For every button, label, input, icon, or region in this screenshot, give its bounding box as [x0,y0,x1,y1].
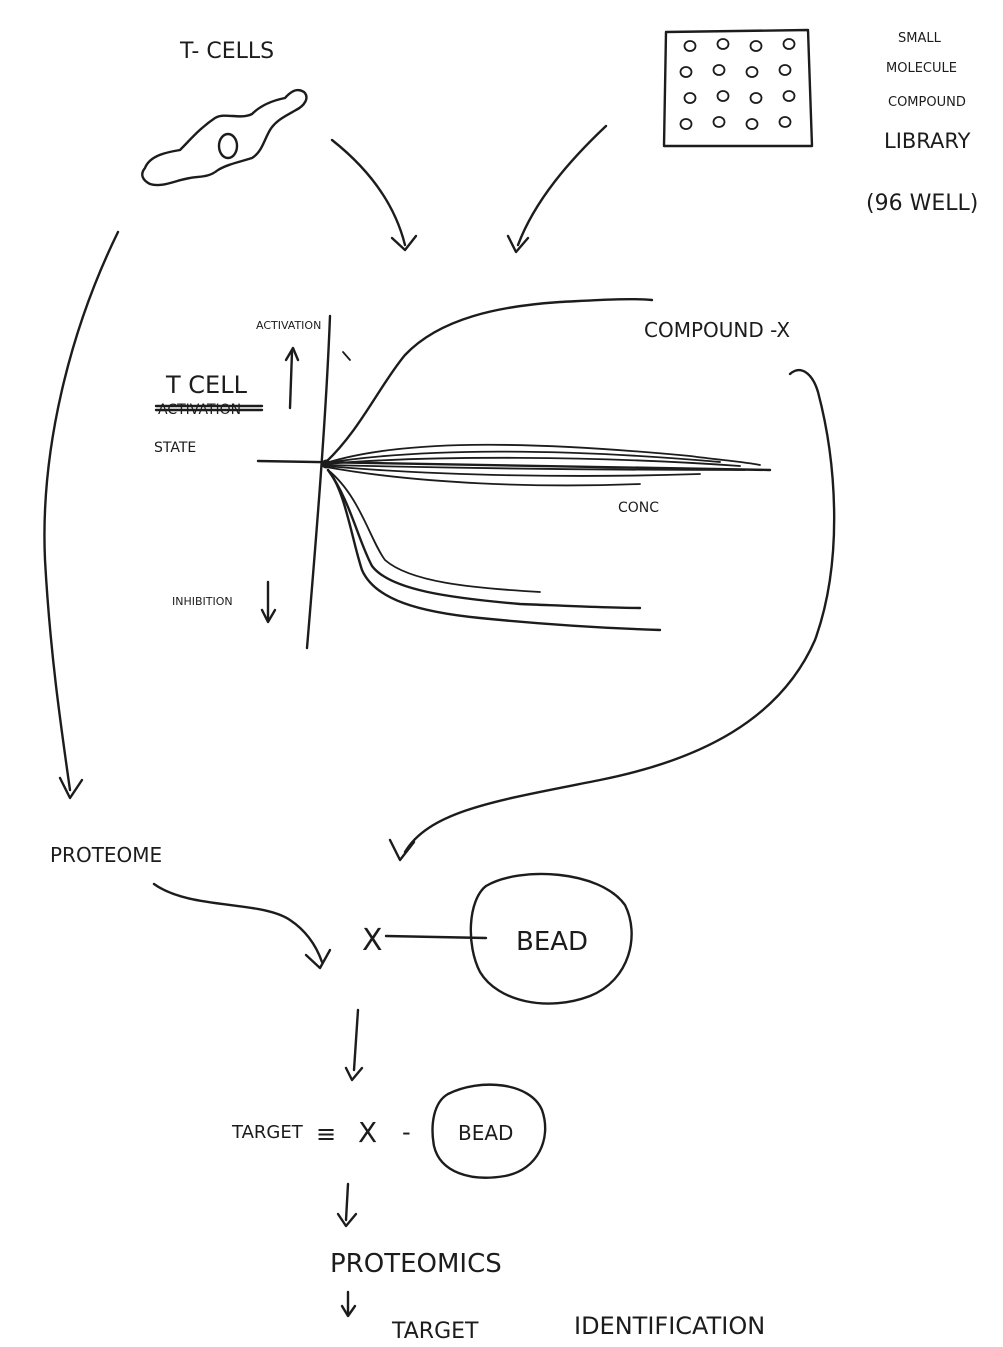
strikethrough [154,404,264,412]
bead-large [469,872,633,1005]
library-line-1: SMALL [898,31,942,46]
compound-x-label: COMPOUND -X [644,318,790,342]
curve-inhibit-2 [326,468,642,610]
equiv-symbol: ≡ [316,1120,336,1148]
arrow-to-identification [340,1290,357,1318]
arrow-compound-to-bead [388,369,836,862]
well [778,116,792,128]
well [745,118,759,130]
arrow-target-to-proteomics [336,1182,358,1228]
plate-wells [679,38,796,130]
well [679,66,693,78]
curve-inhibit-1 [326,468,662,632]
well [683,40,697,52]
y-axis-top-label: ACTIVATION [256,319,321,332]
well [782,38,796,50]
proteomics-label: PROTEOMICS [330,1249,502,1279]
well [745,66,759,78]
well [782,90,796,102]
x-symbol-1: X [362,923,383,958]
well [716,38,730,50]
arrow-proteome-to-bead [152,882,332,970]
arrow-tcells-to-plot [330,138,418,252]
arrow-tcells-to-proteome [43,230,120,800]
x-bead-link-1 [384,934,488,940]
dash-symbol: - [402,1118,411,1146]
target-identification-word-1: TARGET [391,1319,479,1344]
bead-large-label: BEAD [516,927,588,957]
dose-response-plot [256,297,772,650]
t-cell-state-line-1: T CELL [165,371,248,399]
curve-compound-x [324,297,654,464]
well [716,90,730,102]
y-axis [305,314,332,650]
activation-arrow [288,350,294,410]
well [778,64,792,76]
x-symbol-2: X [358,1116,377,1149]
well [712,116,726,128]
arrow-bead-to-target [344,1008,364,1082]
bead-small-label: BEAD [458,1121,513,1145]
t-cells-label: T- CELLS [179,39,274,64]
t-cell-drawing [141,88,308,187]
well [749,92,763,104]
curve-flat-4 [325,464,746,471]
target-identification-word-2: IDENTIFICATION [574,1312,765,1340]
curve-flat-2 [325,450,721,464]
well [683,92,697,104]
t-cell-state-line-2: STATE [154,440,196,456]
y-axis-bottom-label: INHIBITION [172,595,233,608]
target-label: TARGET [231,1122,304,1143]
proteome-label: PROTEOME [50,843,162,867]
library-line-5: (96 WELL) [866,191,978,216]
x-axis-label: CONC [618,500,659,516]
well [712,64,726,76]
well [749,40,763,52]
well-plate [662,28,814,148]
curve-inhibit-3 [327,469,541,593]
library-line-3: COMPOUND [888,95,966,110]
library-line-4: LIBRARY [884,129,971,153]
curve-flat-5 [325,465,701,477]
arrow-library-to-plot [506,124,608,254]
library-line-2: MOLECULE [886,61,957,76]
curve-flat-6 [325,466,641,487]
curve-flat-1 [325,443,761,466]
bead-small [431,1083,547,1179]
curve-flat-3 [325,456,741,467]
well [679,118,693,130]
